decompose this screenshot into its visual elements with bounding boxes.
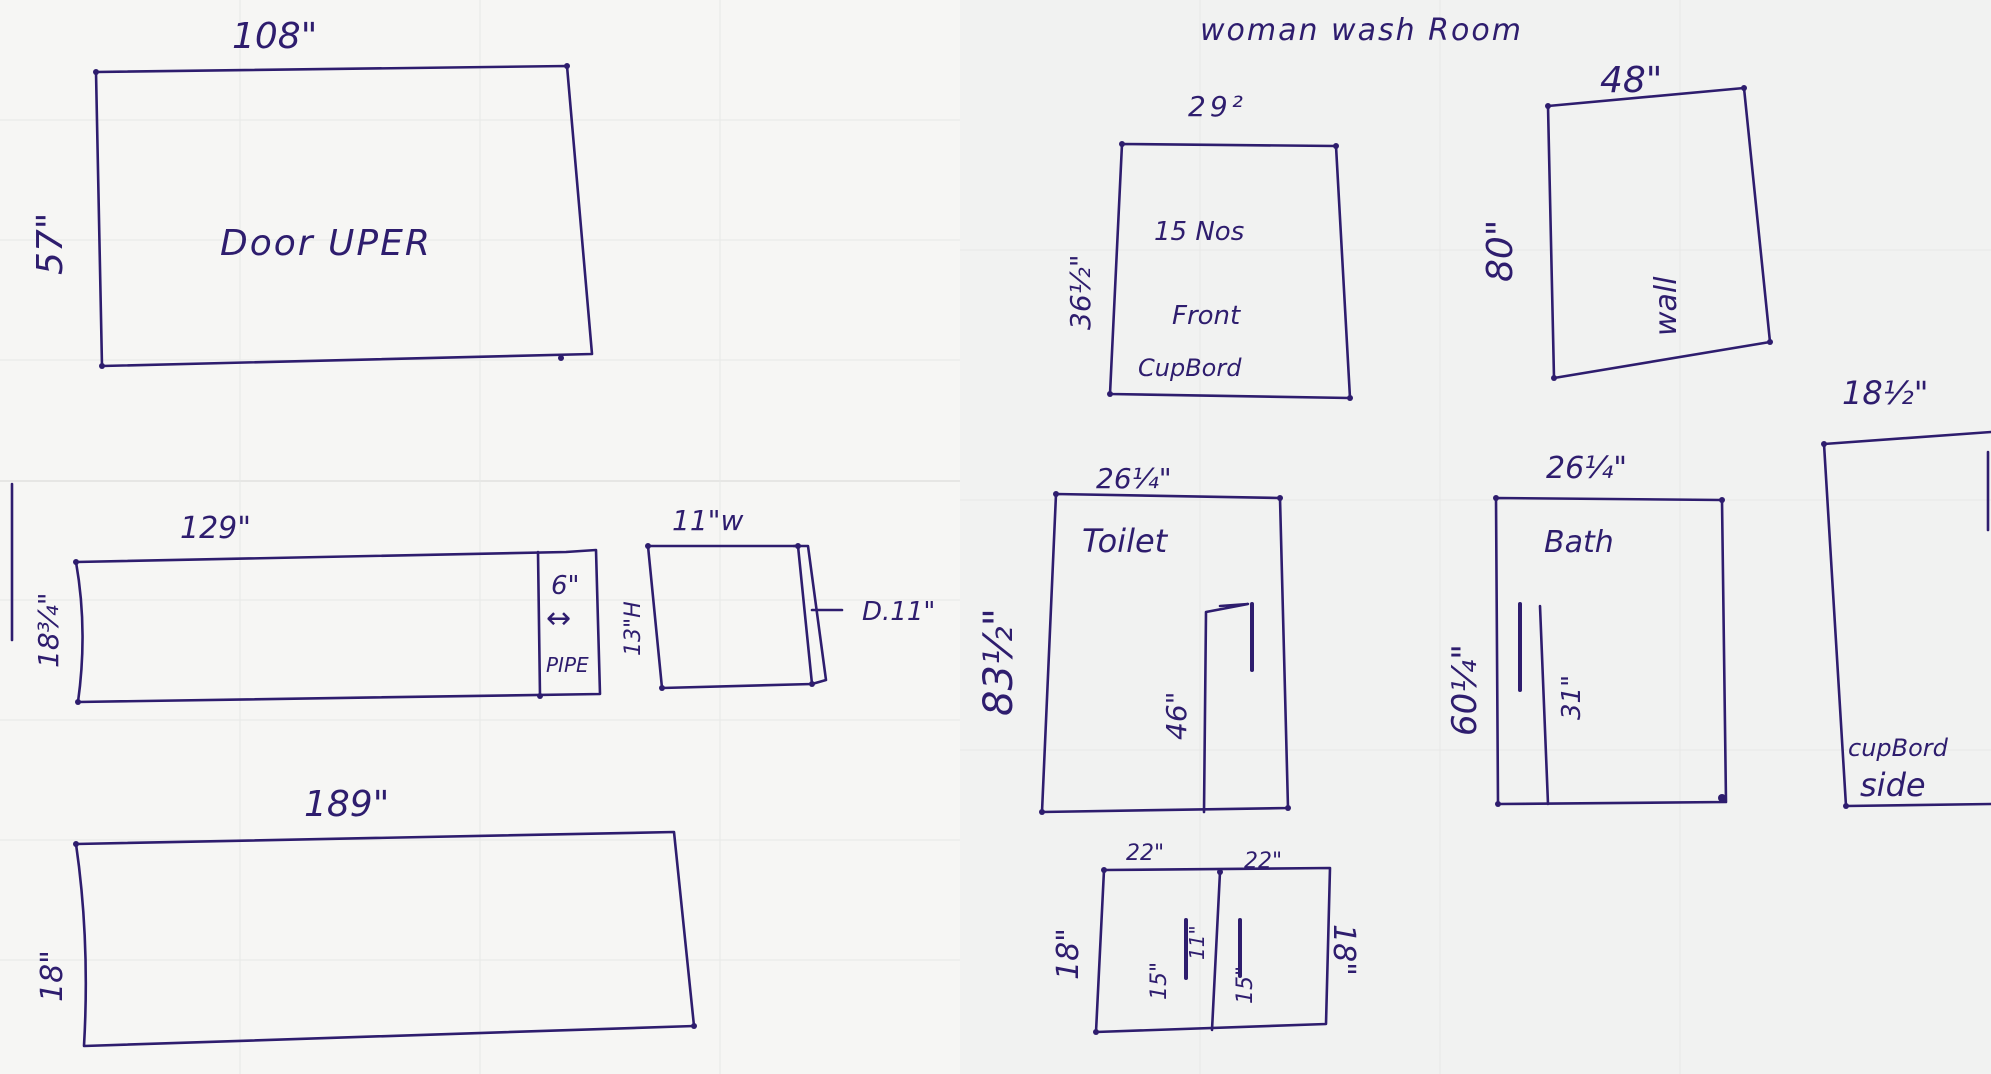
wall-label: wall <box>1649 276 1684 336</box>
counter-height: 18¾" <box>32 592 65 668</box>
door-uper-width: 108" <box>232 16 317 57</box>
front-cupbord-line2: Front <box>1172 301 1241 331</box>
double-door-dim-2: 11" <box>1185 925 1209 960</box>
door-uper-label: Door UPER <box>220 223 432 264</box>
bath-sketch: 26¼" 60¼" Bath 31" <box>1445 451 1728 807</box>
small-box-width: 11"w <box>672 504 744 537</box>
long-panel-sketch: 189" 18" <box>35 784 697 1048</box>
long-panel-width: 189" <box>304 784 389 825</box>
double-door-dim-3: 15" <box>1233 966 1258 1004</box>
bath-height: 60¼" <box>1445 644 1485 736</box>
counter-gap: 13"H <box>621 601 646 656</box>
front-cupbord-line3: CupBord <box>1138 354 1242 382</box>
page-title: woman wash Room <box>1200 13 1523 48</box>
cupbord-side-line1: cupBord <box>1848 734 1949 762</box>
toilet-width: 26¼" <box>1096 462 1172 495</box>
toilet-height: 83½" <box>976 608 1022 716</box>
small-box-sketch: 11"w D.11" <box>645 504 935 691</box>
double-door-right-width: 22" <box>1244 849 1282 874</box>
counter-sketch: 129" 18¾" 6" ↔ PIPE 13"H <box>32 511 646 705</box>
counter-width: 129" <box>180 511 251 546</box>
toilet-inner: 46" <box>1160 691 1193 740</box>
cupbord-side-sketch: 18½" cupBord side <box>1821 374 1991 809</box>
door-uper-sketch: 108" 57" Door UPER <box>30 16 594 369</box>
long-panel-height: 18" <box>35 950 70 1002</box>
double-door-left-width: 22" <box>1126 841 1164 866</box>
wall-height: 80" <box>1480 220 1521 282</box>
toilet-label: Toilet <box>1082 522 1169 560</box>
front-cupbord-height: 36½" <box>1064 254 1097 330</box>
right-sketch-page <box>960 0 1991 1074</box>
wall-sketch: 48" 80" wall <box>1480 60 1773 381</box>
toilet-sketch: 26¼" 83½" Toilet 46" <box>976 462 1291 815</box>
front-cupbord-line1: 15 Nos <box>1154 217 1244 247</box>
cupbord-side-line2: side <box>1860 766 1926 804</box>
front-cupbord-width: 29² <box>1188 90 1247 123</box>
pipe-label: PIPE <box>546 653 589 677</box>
double-door-dim-1: 15" <box>1147 962 1172 1000</box>
double-door-right-height: 18" <box>1326 924 1361 976</box>
small-box-side: D.11" <box>862 597 935 627</box>
bath-label: Bath <box>1544 525 1614 560</box>
double-door-left-height: 18" <box>1051 928 1086 980</box>
double-door-sketch: 22" 22" 18" 18" 15" 11" 15" <box>1051 841 1361 1035</box>
pipe-arrow: ↔ <box>546 601 571 636</box>
front-cupbord-sketch: 29² 36½" 15 Nos Front CupBord <box>1064 90 1353 401</box>
bath-inner: 31" <box>1557 675 1587 720</box>
wall-width: 48" <box>1600 60 1662 101</box>
pipe-width: 6" <box>551 571 580 601</box>
cupbord-side-width: 18½" <box>1842 374 1928 412</box>
bath-width: 26¼" <box>1546 451 1627 486</box>
door-uper-height: 57" <box>30 213 71 275</box>
